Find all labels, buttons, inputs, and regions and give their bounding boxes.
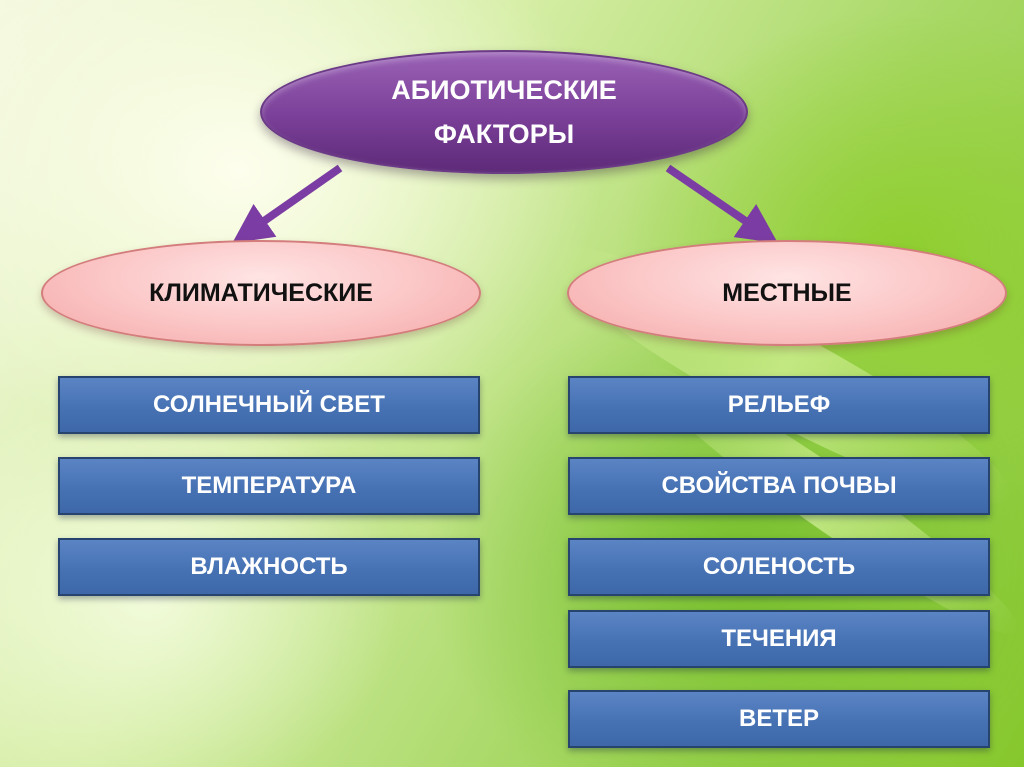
title-line-1: АБИОТИЧЕСКИЕ bbox=[391, 75, 617, 105]
factor-box-salinity: СОЛЕНОСТЬ bbox=[568, 538, 990, 596]
factor-label: РЕЛЬЕФ bbox=[727, 391, 831, 418]
factor-box-soil-properties: СВОЙСТВА ПОЧВЫ bbox=[568, 457, 990, 515]
factor-box-wind: ВЕТЕР bbox=[568, 690, 990, 748]
arrow-to-local bbox=[665, 164, 778, 244]
factor-box-currents: ТЕЧЕНИЯ bbox=[568, 610, 990, 668]
factor-label: СОЛЕНОСТЬ bbox=[702, 553, 856, 580]
abiotic-factors-title: АБИОТИЧЕСКИЕ ФАКТОРЫ bbox=[260, 50, 748, 174]
local-category: МЕСТНЫЕ bbox=[567, 240, 1007, 346]
factor-box-temperature: ТЕМПЕРАТУРА bbox=[58, 457, 480, 515]
arrow-to-climatic bbox=[232, 164, 343, 244]
factor-label: ВЕТЕР bbox=[738, 705, 819, 732]
title-line-2: ФАКТОРЫ bbox=[433, 119, 575, 149]
local-category-label: МЕСТНЫЕ bbox=[722, 278, 852, 307]
factor-box-relief: РЕЛЬЕФ bbox=[568, 376, 990, 434]
factor-box-sunlight: СОЛНЕЧНЫЙ СВЕТ bbox=[58, 376, 480, 434]
climatic-category-label: КЛИМАТИЧЕСКИЕ bbox=[149, 278, 373, 307]
factor-label: ВЛАЖНОСТЬ bbox=[190, 553, 348, 580]
factor-label: ТЕМПЕРАТУРА bbox=[181, 472, 357, 499]
factor-label: СВОЙСТВА ПОЧВЫ bbox=[661, 472, 897, 499]
factor-box-humidity: ВЛАЖНОСТЬ bbox=[58, 538, 480, 596]
climatic-category: КЛИМАТИЧЕСКИЕ bbox=[41, 240, 481, 346]
factor-label: ТЕЧЕНИЯ bbox=[721, 625, 837, 652]
factor-label: СОЛНЕЧНЫЙ СВЕТ bbox=[153, 391, 385, 418]
